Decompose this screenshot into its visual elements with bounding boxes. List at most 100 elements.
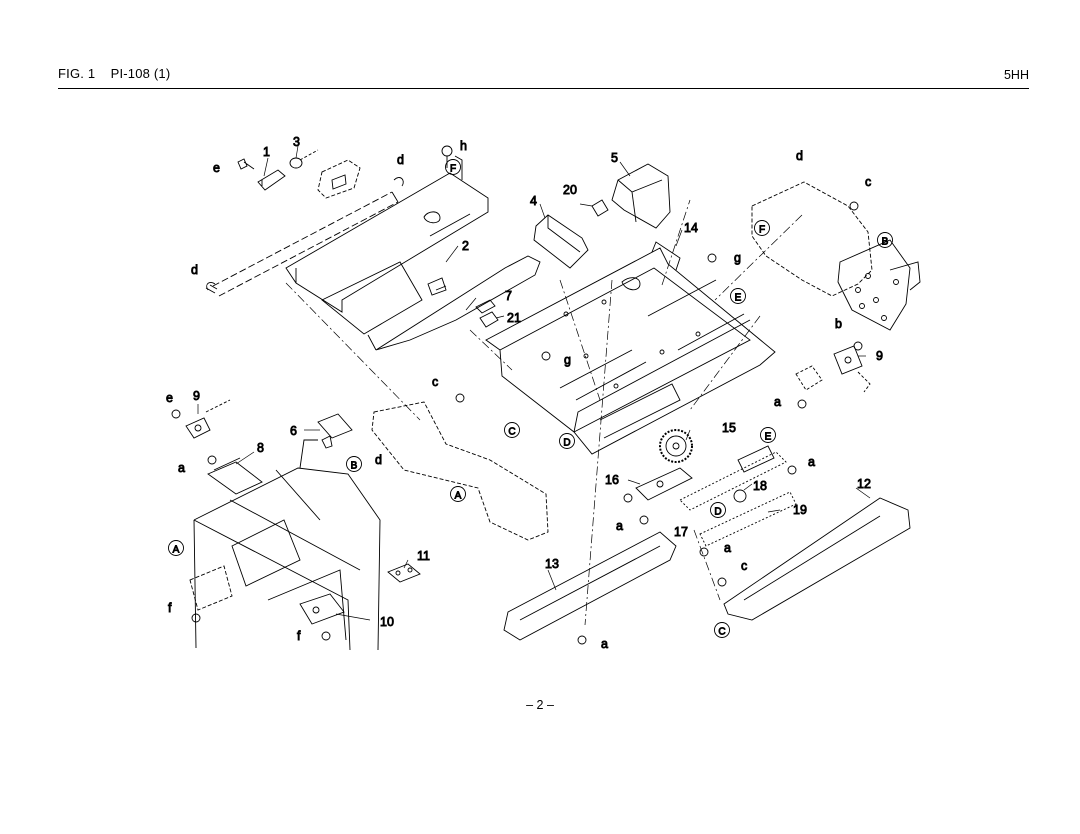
connector-C: C: [718, 627, 725, 638]
screws: [171, 201, 863, 645]
screw-label-a: a: [601, 637, 608, 651]
screw-label-h: h: [460, 139, 467, 153]
screw-icon: [853, 341, 863, 351]
bracket-a-dashed: [371, 401, 549, 541]
screw-icon: [699, 547, 709, 557]
screw-label-a: a: [774, 395, 781, 409]
screw-label-d: d: [191, 263, 198, 277]
connector-D: D: [563, 438, 570, 449]
connector-A: A: [455, 491, 462, 502]
part-11: [387, 563, 421, 583]
connector-D: D: [714, 507, 721, 518]
connector-F: F: [450, 164, 456, 175]
callout-4: 4: [530, 194, 537, 208]
screw-icon: [787, 465, 797, 475]
bracket-9-right: [833, 345, 871, 393]
connector-B: B: [351, 461, 358, 472]
screw-label-d: d: [397, 153, 404, 167]
screw-h: [441, 145, 453, 157]
callout-leaders: [197, 145, 871, 621]
screw-label-f: f: [297, 629, 301, 643]
screw-icon: [717, 577, 727, 587]
connector-A: A: [173, 545, 180, 556]
clip-d-left: [206, 281, 216, 291]
callout-8: 8: [257, 441, 264, 455]
screw-icon: [577, 635, 587, 645]
screw-label-d: d: [375, 453, 382, 467]
gear-15: [659, 429, 693, 463]
screw-labels: a a a a a a b c c c d d d d e e f f g g …: [166, 139, 872, 652]
connector-B: B: [882, 237, 889, 248]
body-frame: [193, 439, 381, 651]
callout-11: 11: [417, 549, 430, 563]
rack-19: [699, 491, 797, 547]
screw-label-b: b: [835, 317, 842, 331]
callout-1: 1: [263, 145, 270, 159]
part-callouts: 1 2 3 4 5 6 7 8 9 9 10 11 12 13 14 15 16…: [193, 135, 884, 630]
left-shaft-assembly: [205, 149, 404, 297]
callout-3: 3: [293, 135, 300, 149]
callout-15: 15: [722, 421, 736, 435]
screw-icon: [849, 201, 859, 211]
part-20: [591, 199, 609, 217]
callout-21: 21: [507, 311, 521, 325]
drive-shaft: [212, 191, 399, 297]
screw-e-upper: [237, 158, 255, 170]
connector-C: C: [508, 427, 515, 438]
rack-18: [679, 451, 787, 511]
rack-e: [737, 445, 775, 473]
model-name: PI-108 (1): [110, 66, 171, 81]
screw-label-d: d: [796, 149, 803, 163]
rail-12: [723, 497, 911, 621]
screw-icon: [455, 393, 465, 403]
screw-icon: [797, 399, 807, 409]
page-number: – 2 –: [526, 698, 554, 712]
screw-label-c: c: [741, 559, 747, 573]
callout-17: 17: [674, 525, 688, 539]
callout-16: 16: [605, 473, 619, 487]
callout-19: 19: [793, 503, 807, 517]
screw-label-a: a: [724, 541, 731, 555]
guide-4: [533, 214, 589, 269]
rail-13: [503, 531, 677, 641]
callout-12: 12: [857, 477, 871, 491]
bracket-1: [257, 169, 286, 191]
screw-label-a: a: [808, 455, 815, 469]
part-10: [299, 593, 345, 625]
bracket-8: [207, 457, 263, 495]
screw-icon: [623, 493, 633, 503]
screw-label-c: c: [865, 175, 871, 189]
callout-13: 13: [545, 557, 559, 571]
leader-lines: [285, 199, 803, 626]
bracket-small-right: [795, 365, 823, 391]
callout-18: 18: [753, 479, 767, 493]
screw-label-g: g: [734, 251, 741, 265]
figure-label: FIG. 1: [58, 66, 96, 81]
screw-label-c: c: [432, 375, 438, 389]
plate-16: [635, 467, 693, 501]
callout-9-left: 9: [193, 389, 200, 403]
screw-label-e: e: [166, 391, 173, 405]
screw-label-a: a: [616, 519, 623, 533]
callout-5: 5: [611, 151, 618, 165]
screw-icon: [171, 409, 181, 419]
screw-icon: [541, 351, 551, 361]
screw-icon: [321, 631, 331, 641]
connector-markers: [168, 159, 893, 638]
part-5: [611, 163, 671, 229]
callout-6: 6: [290, 424, 297, 438]
screw-icon: [191, 613, 201, 623]
bracket-9-left: [185, 399, 231, 439]
screw-icon: [639, 515, 649, 525]
right-plate: [837, 239, 921, 331]
connector-E: E: [735, 293, 742, 304]
callout-14: 14: [684, 221, 698, 235]
screw-icon: [707, 253, 717, 263]
plate-2: [285, 145, 541, 351]
connector-labels: F F B E C D E B A D A C: [172, 163, 889, 638]
part-6: [317, 413, 353, 449]
screw-label-e: e: [213, 161, 220, 175]
screw-label-f: f: [168, 601, 172, 615]
clip-d-upper: [393, 177, 404, 187]
